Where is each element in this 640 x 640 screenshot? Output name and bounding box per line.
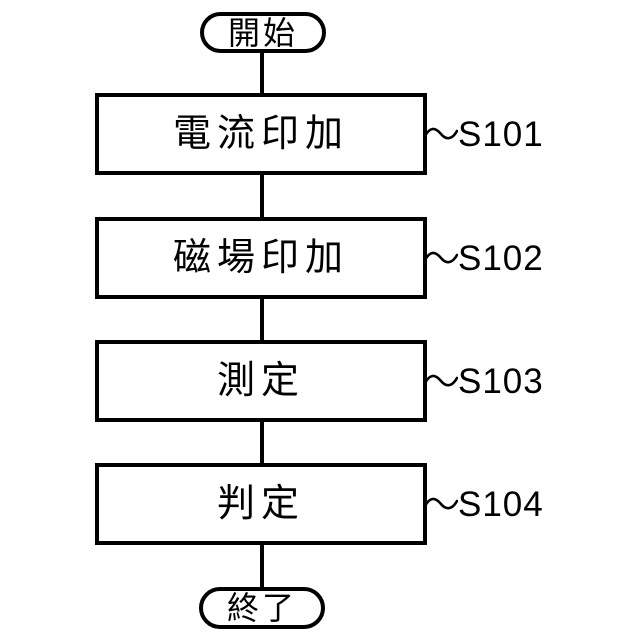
step-ref-s104: S104	[424, 482, 574, 526]
step-ref-label: S101	[458, 114, 544, 154]
process-box-step3: 測定	[95, 340, 427, 422]
end-terminal-label: 終了	[226, 590, 297, 626]
squiggle-connector-icon	[424, 251, 458, 264]
connector-line-step1-to-step2	[260, 173, 264, 219]
step-ref-label: S102	[458, 238, 544, 278]
squiggle-connector-icon	[424, 497, 458, 510]
process-box-step2: 磁場印加	[95, 217, 427, 299]
step-ref-s101: S101	[424, 112, 574, 156]
step-ref-label: S103	[458, 361, 544, 401]
squiggle-connector-icon	[424, 127, 458, 140]
start-terminal: 開始	[200, 12, 326, 53]
process-box-step3-label: 測定	[216, 360, 305, 402]
start-terminal-label: 開始	[227, 14, 298, 51]
process-box-step4: 判定	[95, 463, 427, 545]
process-box-step1: 電流印加	[95, 93, 427, 175]
step-ref-s103: S103	[424, 359, 574, 403]
process-box-step2-label: 磁場印加	[172, 237, 349, 279]
process-box-step1-label: 電流印加	[172, 113, 349, 155]
end-terminal: 終了	[199, 587, 325, 629]
step-ref-s102: S102	[424, 236, 574, 280]
step-ref-label: S104	[458, 484, 544, 524]
connector-line-step4-to-end	[260, 543, 264, 589]
process-box-step4-label: 判定	[216, 483, 305, 525]
connector-line-step2-to-step3	[260, 297, 264, 342]
connector-line-start-to-step1	[260, 50, 264, 95]
squiggle-connector-icon	[424, 374, 458, 387]
connector-line-step3-to-step4	[260, 420, 264, 465]
